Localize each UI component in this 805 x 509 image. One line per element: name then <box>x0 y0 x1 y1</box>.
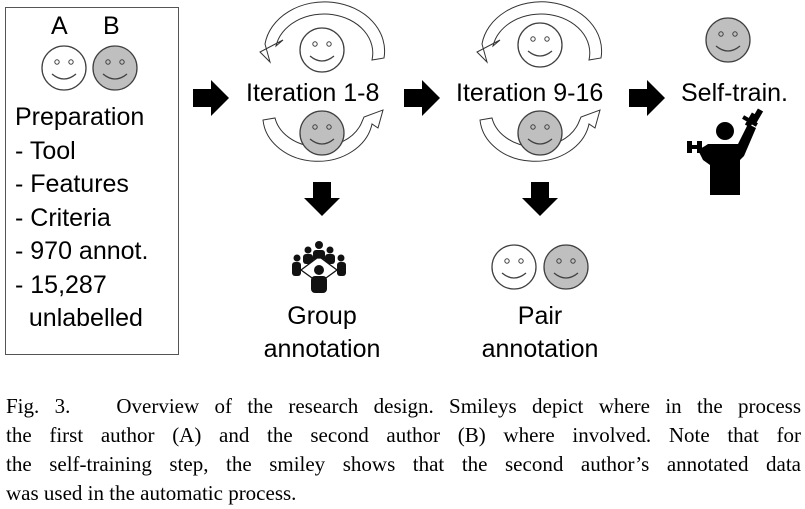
arrow-right-icon <box>629 80 665 116</box>
smiley-author-b-icon <box>543 244 589 290</box>
smiley-author-a-icon <box>491 244 537 290</box>
preparation-item: - Tool <box>15 136 76 165</box>
smiley-author-b-icon <box>299 110 345 156</box>
caption-line: was used in the automatic process. <box>6 481 297 505</box>
smiley-author-a-icon <box>517 22 563 68</box>
preparation-item: - 970 annot. <box>15 237 149 265</box>
stage-label-self-train: Self-train. <box>681 79 788 107</box>
caption-line: the self-training step, the smiley shows… <box>6 452 801 476</box>
preparation-item: - 15,287 <box>15 270 107 299</box>
diagram-graphics <box>41 1 764 293</box>
arrow-right-icon <box>404 80 440 116</box>
smiley-author-b-icon <box>92 45 138 91</box>
smiley-author-a-icon <box>41 45 87 91</box>
label-line: annotation <box>263 335 381 363</box>
stage-label-iteration-1-8: Iteration 1-8 <box>246 79 380 107</box>
label-line: Pair <box>517 302 563 330</box>
preparation-box <box>5 7 179 355</box>
cycle-arrows-icon <box>259 1 386 162</box>
weightlifter-icon <box>687 108 764 195</box>
group-meeting-icon <box>292 241 346 293</box>
preparation-item: - Features <box>15 170 129 198</box>
caption-line: Fig. 3. Overview of the research design.… <box>6 394 801 418</box>
smiley-author-b-icon <box>705 17 751 63</box>
preparation-item: unlabelled <box>15 304 143 332</box>
preparation-list: Preparation - Tool - Features - Criteria… <box>15 101 148 336</box>
author-b-label: B <box>103 12 120 40</box>
arrow-down-icon <box>522 182 558 216</box>
cycle-arrows-icon <box>476 1 603 162</box>
pair-annotation-label: Pair annotation <box>460 300 620 366</box>
label-line: Group <box>287 302 357 330</box>
figure-caption: Fig. 3. Overview of the research design.… <box>6 392 801 508</box>
arrow-down-icon <box>304 182 340 216</box>
preparation-title: Preparation <box>15 103 145 131</box>
smiley-author-a-icon <box>299 27 345 73</box>
group-annotation-label: Group annotation <box>242 300 402 366</box>
arrow-right-icon <box>193 80 229 116</box>
stage-label-iteration-9-16: Iteration 9-16 <box>456 79 604 107</box>
smiley-author-b-icon <box>517 110 563 156</box>
label-line: annotation <box>481 335 599 363</box>
preparation-item: - Criteria <box>15 203 111 232</box>
author-a-label: A <box>51 12 68 40</box>
caption-line: the first author (A) and the second auth… <box>6 423 801 447</box>
